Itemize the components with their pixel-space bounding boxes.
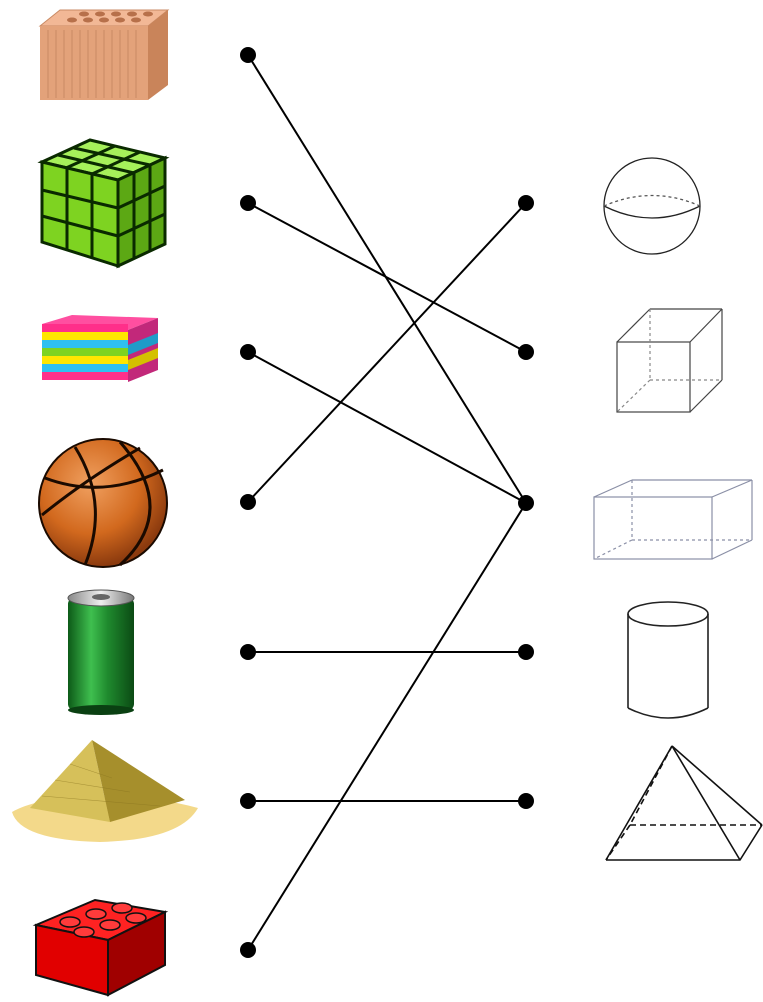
right-dot-cylinder[interactable]	[518, 644, 534, 660]
match-line-rubiks_cube-to-cube	[247, 202, 527, 353]
left-dot-rubiks_cube[interactable]	[240, 195, 256, 211]
left-dot-soda_can[interactable]	[240, 644, 256, 660]
match-line-sticky_note_pad-to-rectangular_prism	[247, 351, 527, 504]
brick-icon	[38, 9, 170, 100]
left-dot-sticky_note_pad[interactable]	[240, 344, 256, 360]
right-dot-square_pyramid[interactable]	[518, 793, 534, 809]
pyramid-icon	[12, 740, 198, 842]
right-dot-sphere[interactable]	[518, 195, 534, 211]
left-dot-brick[interactable]	[240, 47, 256, 63]
left-dot-lego_brick[interactable]	[240, 942, 256, 958]
cylinder-icon	[627, 601, 709, 719]
rubiks-cube-icon	[37, 138, 170, 269]
right-dot-cube[interactable]	[518, 344, 534, 360]
left-dot-basketball[interactable]	[240, 494, 256, 510]
lego-brick-icon	[32, 898, 169, 997]
match-line-lego_brick-to-rectangular_prism	[247, 502, 527, 951]
sphere-icon	[603, 157, 701, 255]
rectangular-prism-icon	[593, 479, 753, 560]
match-line-brick-to-rectangular_prism	[247, 54, 527, 504]
right-dot-rectangular_prism[interactable]	[518, 495, 534, 511]
square-pyramid-icon	[605, 745, 763, 861]
left-dot-pyramid[interactable]	[240, 793, 256, 809]
soda-can-icon	[67, 589, 135, 715]
match-line-basketball-to-sphere	[247, 202, 527, 503]
cube-icon	[616, 308, 723, 413]
basketball-icon	[38, 438, 168, 568]
sticky-note-pad-icon	[42, 315, 158, 382]
